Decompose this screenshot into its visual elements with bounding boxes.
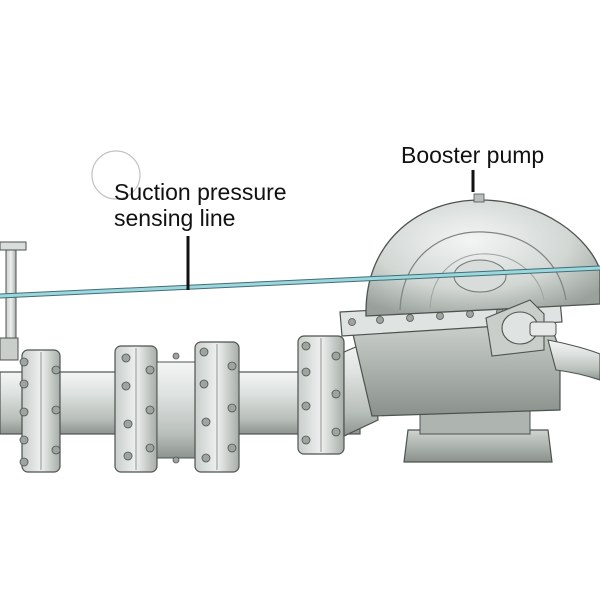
booster-pump-label: Booster pump (401, 142, 545, 168)
flange-left (19, 349, 61, 473)
suction-line-label-line2: sensing line (114, 205, 236, 231)
suction-line-label: Suction pressure sensing line (114, 179, 287, 231)
left-valve (0, 241, 27, 361)
booster-pump (339, 193, 600, 463)
suction-line-label-line1: Suction pressure (114, 179, 287, 205)
flange-pump-inlet (297, 335, 345, 455)
flange-coupling (114, 341, 240, 473)
cursor-ring-icon (91, 150, 141, 200)
sensing-line (0, 265, 600, 299)
